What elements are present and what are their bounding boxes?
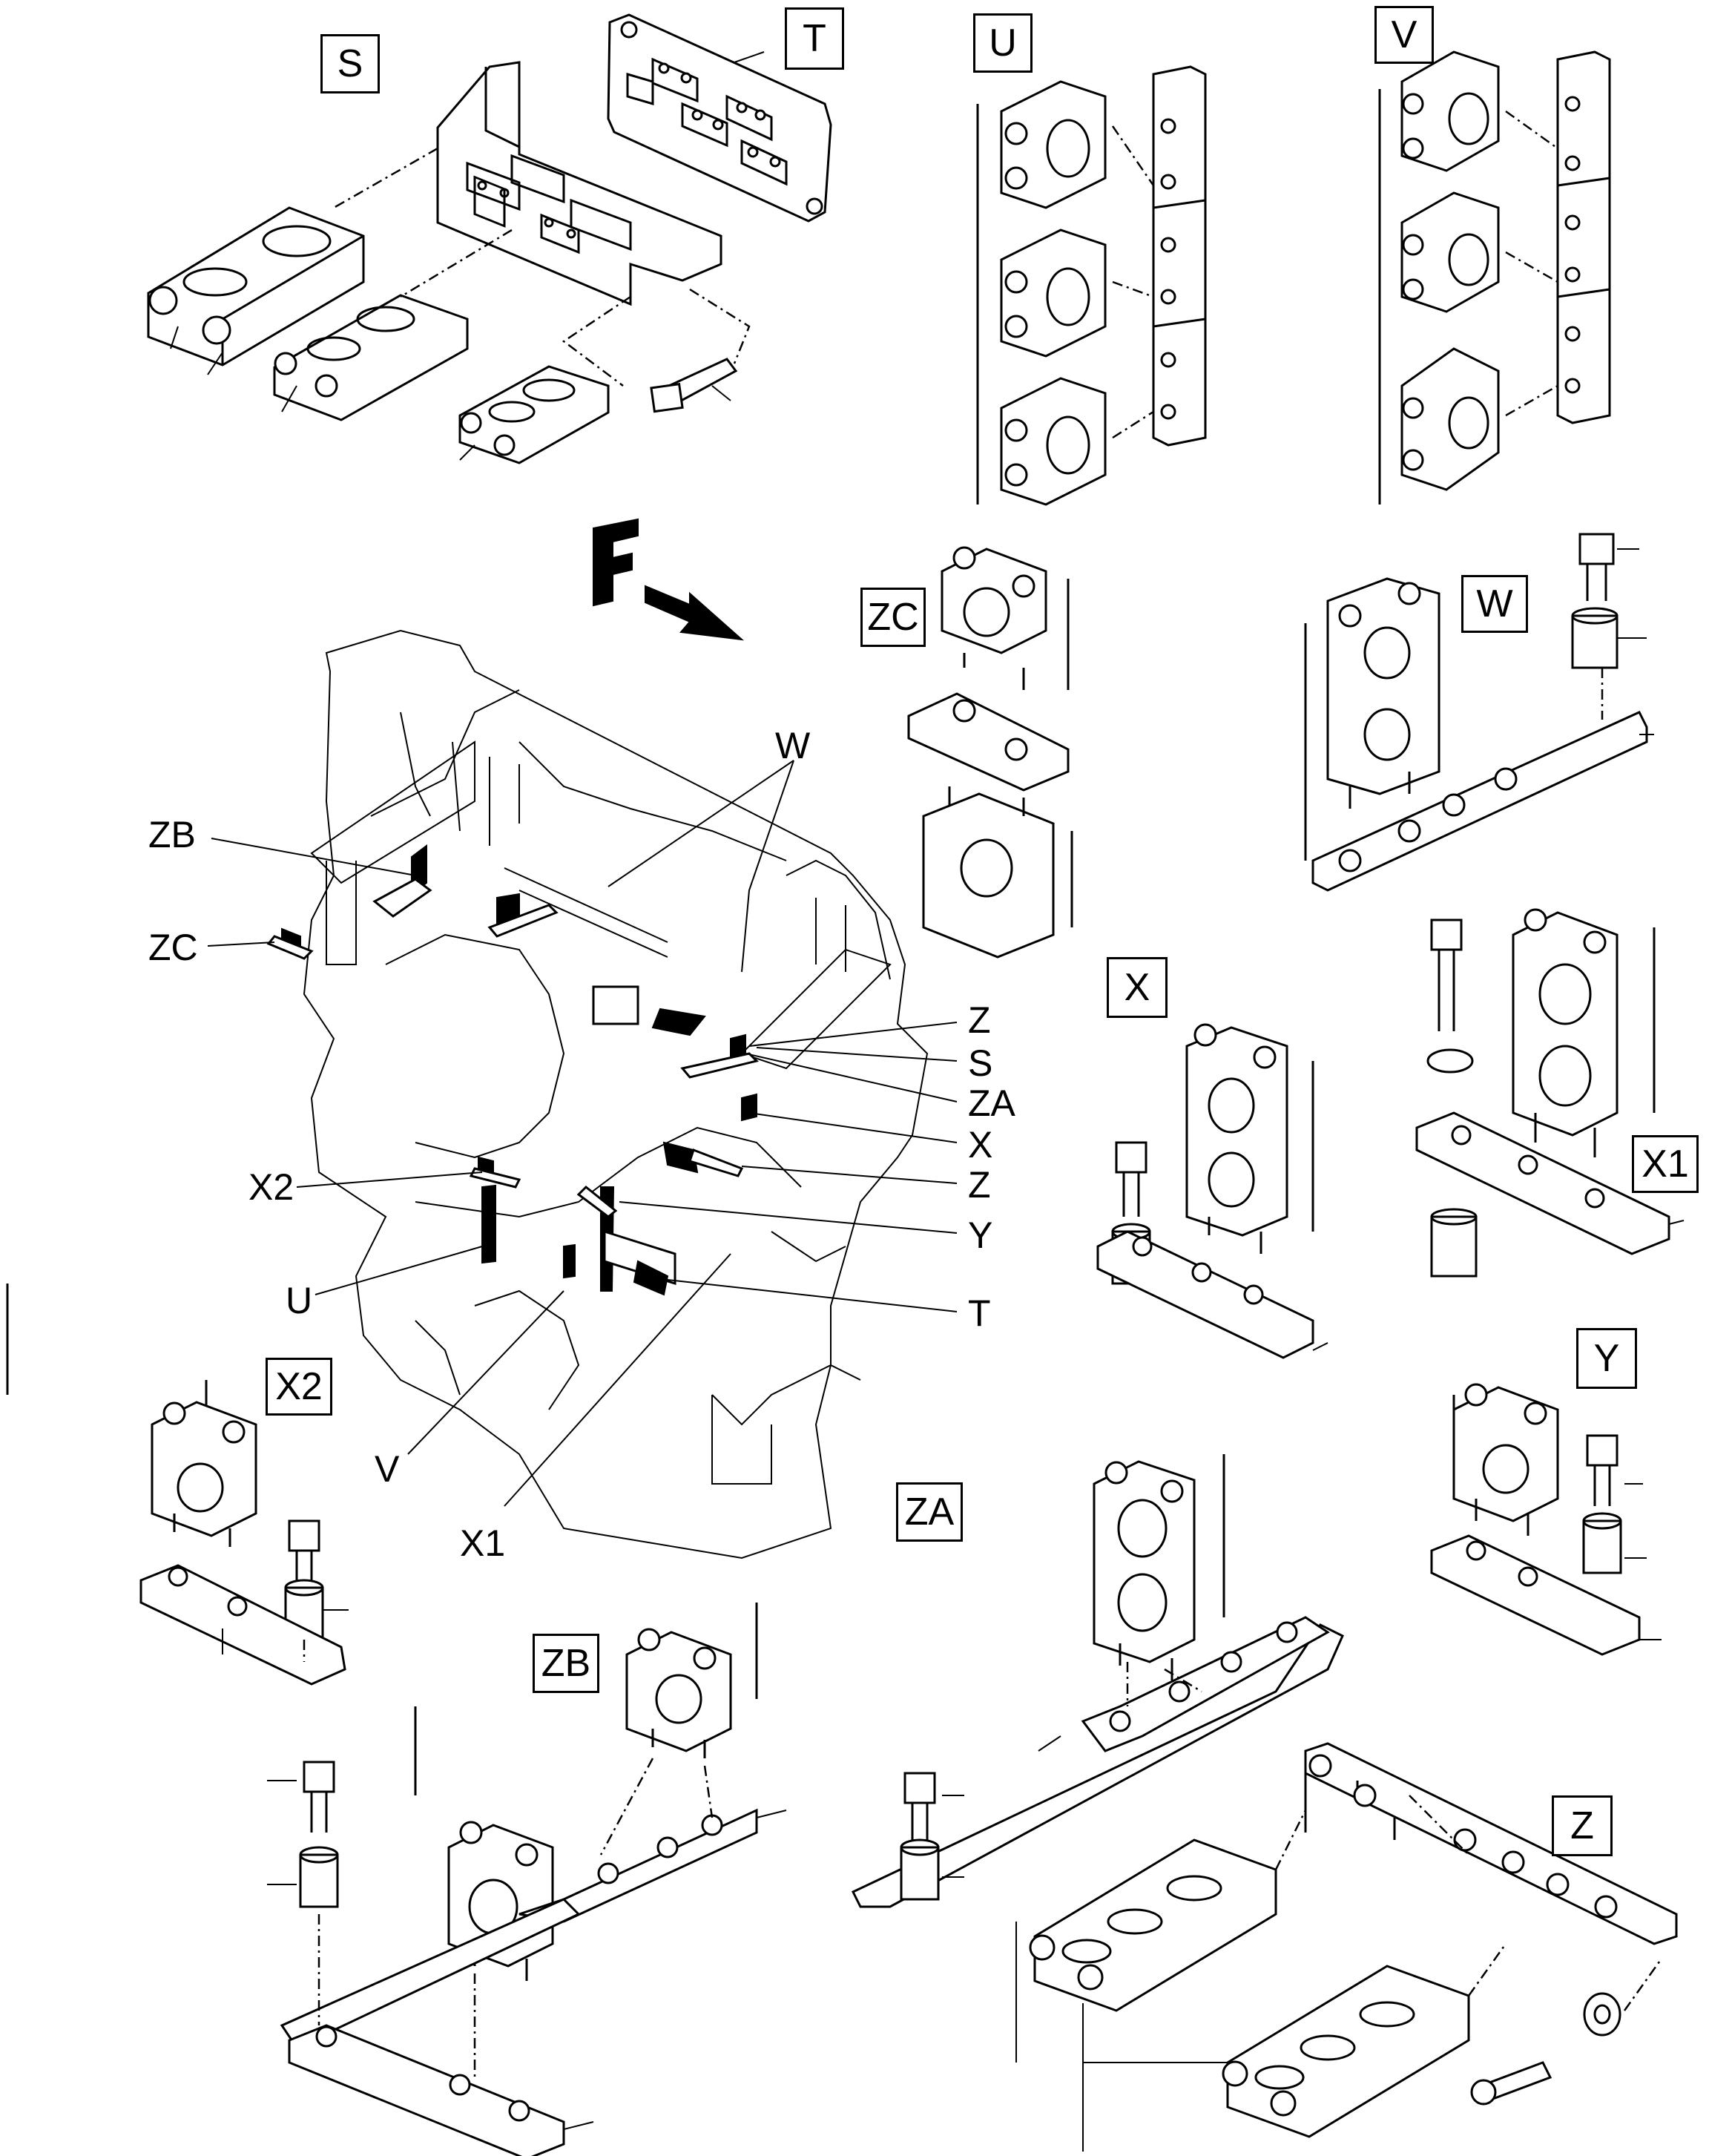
callout-za: ZA — [968, 1082, 1015, 1124]
engine-outline — [303, 629, 929, 1560]
detail-label-za: ZA — [896, 1482, 963, 1542]
detail-label-v: V — [1374, 6, 1434, 64]
callout-t: T — [968, 1292, 991, 1334]
detail-label-u: U — [973, 13, 1033, 73]
detail-label-zc: ZC — [860, 588, 926, 647]
callout-u: U — [286, 1280, 313, 1321]
detail-zc-illustration — [907, 546, 1073, 959]
callout-leader-lines — [207, 760, 958, 1507]
front-direction-arrow-icon — [593, 518, 745, 641]
callout-s: S — [968, 1042, 993, 1084]
detail-x1-illustration — [1415, 908, 1685, 1278]
detail-label-x: X — [1107, 957, 1168, 1018]
callout-z-lower: Z — [968, 1164, 991, 1206]
callout-w: W — [775, 725, 811, 766]
detail-v-illustration — [1378, 50, 1611, 505]
detail-x-illustration — [1096, 1023, 1328, 1359]
detail-y-illustration — [1430, 1383, 1662, 1656]
detail-label-x1: X1 — [1632, 1135, 1699, 1193]
detail-label-x2: X2 — [266, 1358, 332, 1416]
detail-x2-illustration — [139, 1380, 349, 1686]
detail-label-z: Z — [1552, 1795, 1613, 1856]
detail-s-illustration — [147, 61, 751, 464]
callout-zc: ZC — [148, 927, 198, 968]
detail-z-illustration — [1015, 1742, 1678, 2152]
detail-t-illustration — [607, 13, 832, 223]
detail-za-illustration — [851, 1454, 1344, 1908]
detail-label-t: T — [785, 7, 844, 70]
detail-label-s: S — [320, 34, 380, 93]
callout-v: V — [375, 1448, 400, 1490]
callout-zb: ZB — [148, 814, 196, 855]
detail-w-illustration — [1304, 533, 1654, 892]
detail-zb-illustration — [267, 1603, 787, 2156]
callout-y: Y — [968, 1215, 993, 1256]
callout-z-upper: Z — [968, 999, 991, 1041]
callout-x: X — [968, 1124, 993, 1166]
callout-x2: X2 — [248, 1166, 294, 1208]
callout-x1: X1 — [460, 1522, 506, 1564]
detail-label-w: W — [1461, 575, 1528, 633]
detail-label-zb: ZB — [533, 1634, 599, 1693]
engine-mount-markers — [266, 844, 759, 1296]
detail-u-illustration — [976, 65, 1207, 506]
detail-label-y: Y — [1576, 1328, 1637, 1389]
